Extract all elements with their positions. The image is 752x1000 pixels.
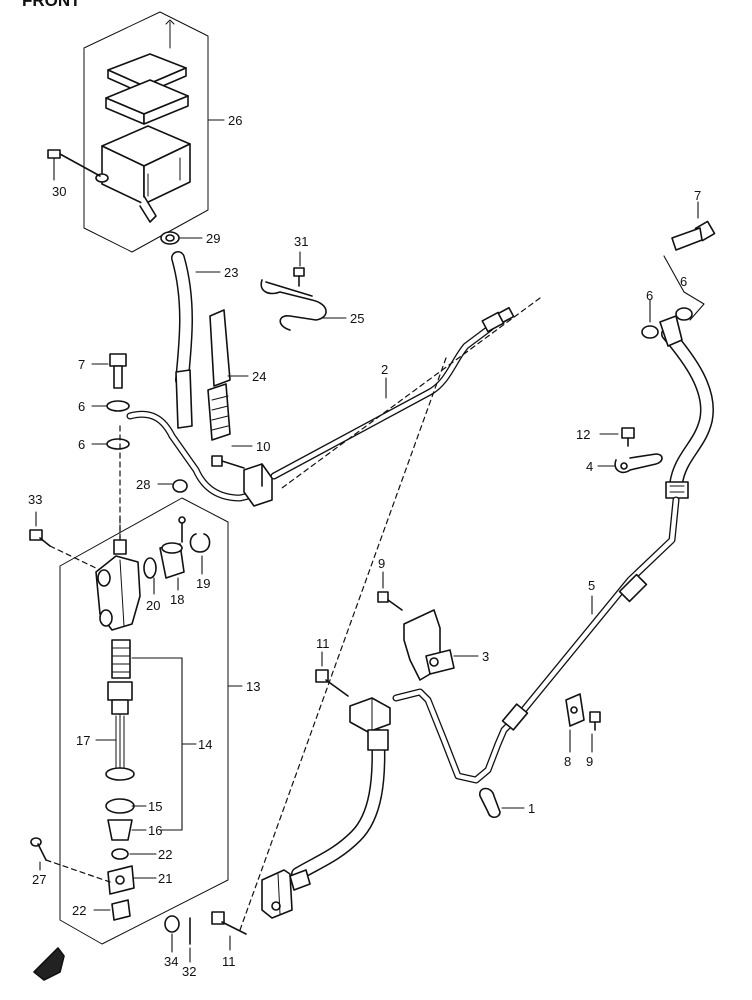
hose-clamp-29	[160, 231, 180, 245]
union-bolt-7-left	[109, 353, 127, 389]
bolt-11-lower	[211, 911, 247, 935]
callout-14: 14	[198, 737, 212, 752]
clamp-28	[172, 479, 188, 493]
callout-20: 20	[146, 598, 160, 613]
callout-6-right-a: 6	[680, 274, 687, 289]
bolt-11-middle	[315, 669, 349, 697]
callout-30: 30	[52, 184, 66, 199]
clamp-4	[614, 453, 663, 474]
callout-6-right-b: 6	[646, 288, 653, 303]
callout-31: 31	[294, 234, 308, 249]
clamp-1	[479, 787, 501, 819]
hose-fitting-lower	[261, 869, 311, 919]
joint-block	[243, 463, 273, 507]
callout-34: 34	[164, 954, 178, 969]
callout-11-middle: 11	[316, 636, 330, 651]
circlip-19	[189, 533, 211, 553]
callout-29: 29	[206, 231, 220, 246]
washer-6-right-b	[641, 325, 659, 339]
master-cylinder-body	[95, 517, 141, 631]
hose-protector-24	[175, 309, 231, 441]
callout-26: 26	[228, 113, 242, 128]
pin-27	[30, 837, 47, 861]
callout-24: 24	[252, 369, 266, 384]
callout-11-lower: 11	[222, 954, 236, 969]
bolt-12	[621, 427, 635, 447]
callout-23: 23	[224, 265, 238, 280]
washer-6-right-a	[675, 307, 693, 321]
callout-7-left: 7	[78, 357, 85, 372]
callout-7-right: 7	[694, 188, 701, 203]
nut-22-lower	[111, 899, 131, 921]
clevis-21	[107, 865, 135, 895]
callout-33: 33	[28, 492, 42, 507]
boot-15	[105, 798, 135, 814]
callout-32: 32	[182, 964, 196, 979]
callout-22-lower: 22	[72, 903, 86, 918]
callout-28: 28	[136, 477, 150, 492]
piston-assembly	[105, 639, 135, 841]
callout-27: 27	[32, 872, 46, 887]
hose-fitting-upper	[349, 697, 391, 733]
callout-9-right: 9	[586, 754, 593, 769]
bolt-9-right	[589, 711, 601, 731]
bracket-3	[403, 609, 455, 681]
callout-1: 1	[528, 801, 535, 816]
union-bolt-7-right	[671, 220, 716, 251]
bolt-31	[293, 267, 305, 287]
callout-15: 15	[148, 799, 162, 814]
bolt-10	[211, 455, 245, 469]
header-text: FRONT	[22, 0, 81, 10]
callout-19: 19	[196, 576, 210, 591]
callout-8: 8	[564, 754, 571, 769]
reservoir-assembly	[83, 11, 209, 253]
bolt-9-upper	[377, 591, 403, 611]
front-arrow-icon	[33, 947, 65, 981]
callout-6-upper: 6	[78, 399, 85, 414]
washer-6-lower	[106, 438, 130, 450]
callout-21: 21	[158, 871, 172, 886]
clamp-8	[565, 693, 585, 727]
master-cylinder-group-frame	[59, 497, 229, 945]
callout-13: 13	[246, 679, 260, 694]
callout-16: 16	[148, 823, 162, 838]
callout-3: 3	[482, 649, 489, 664]
bolt-30	[47, 149, 101, 177]
o-ring-20	[143, 557, 157, 579]
callout-10: 10	[256, 439, 270, 454]
connector-18	[159, 516, 186, 579]
hose-clip-25	[260, 279, 327, 331]
brake-pipe-2	[270, 324, 494, 480]
callout-25: 25	[350, 311, 364, 326]
washer-34	[164, 915, 180, 933]
callout-9-upper: 9	[378, 556, 385, 571]
bolt-33	[29, 529, 51, 547]
reservoir-group-frame	[83, 11, 209, 253]
callout-22-upper: 22	[158, 847, 172, 862]
callout-2: 2	[381, 362, 388, 377]
washer-6-upper	[106, 400, 130, 412]
callout-5: 5	[588, 578, 595, 593]
callout-6-lower: 6	[78, 437, 85, 452]
callout-12: 12	[576, 427, 590, 442]
callout-17: 17	[76, 733, 90, 748]
callout-4: 4	[586, 459, 593, 474]
callout-18: 18	[170, 592, 184, 607]
rod-16	[107, 819, 133, 841]
nut-22-upper	[111, 848, 129, 860]
